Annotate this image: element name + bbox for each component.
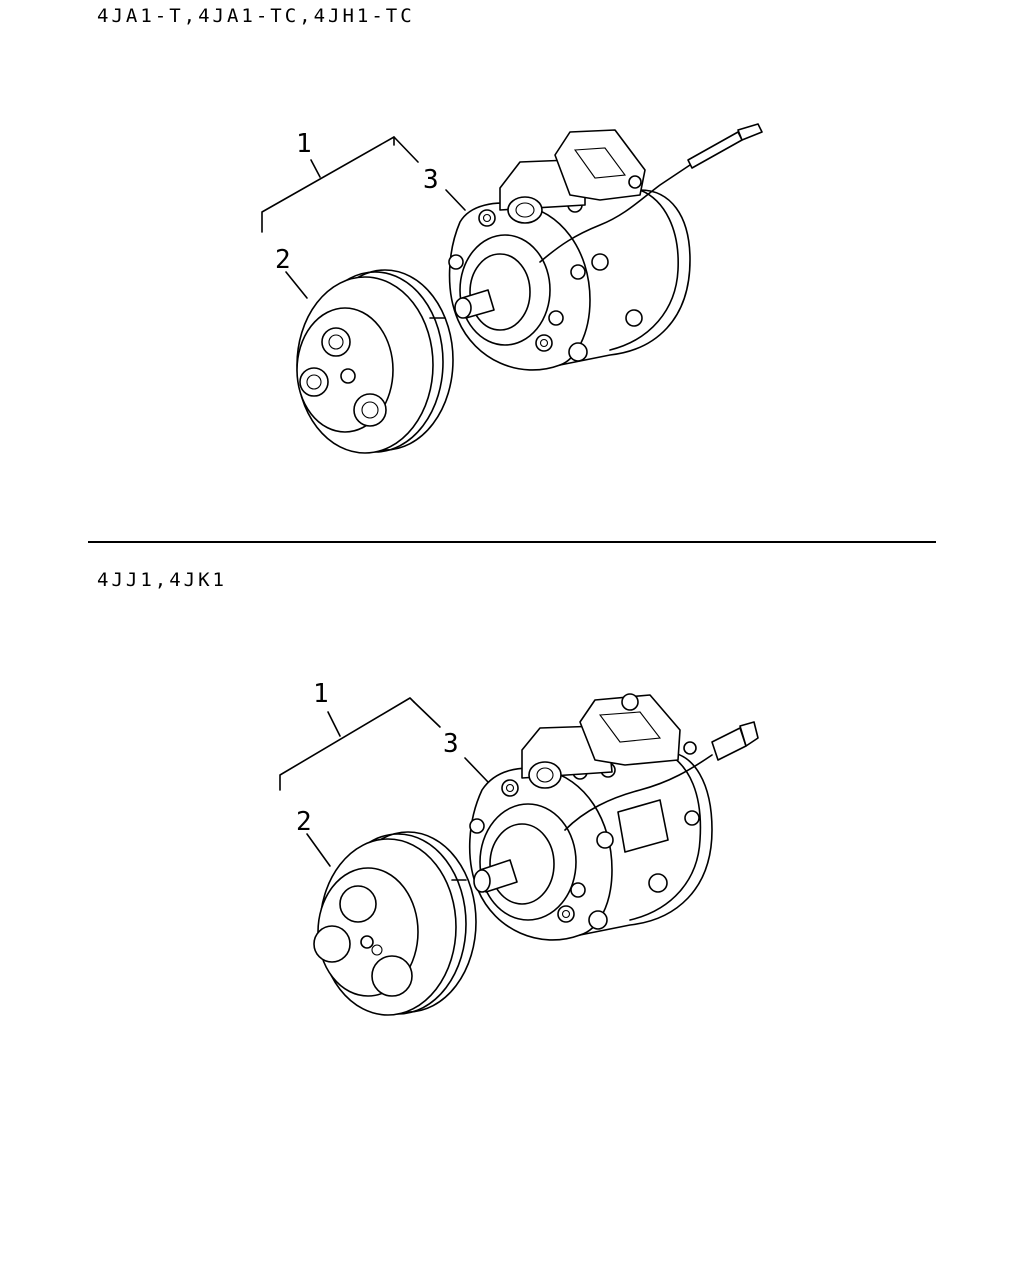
figure-bottom: 1 3 2 <box>279 679 759 1016</box>
callout-bracket-top <box>261 136 466 299</box>
callout-1-top: 1 <box>296 129 312 159</box>
pulley-bottom <box>313 831 477 1016</box>
section-divider <box>88 541 936 543</box>
callout-3-bottom: 3 <box>443 729 459 759</box>
pulley-top <box>296 269 454 454</box>
callout-2-bottom: 2 <box>296 807 312 837</box>
section-title-engine-models-a: 4JA1-T,4JA1-TC,4JH1-TC <box>97 5 415 27</box>
compressor-body-top <box>448 123 763 371</box>
callout-bracket-bottom <box>279 697 489 867</box>
section-title-engine-models-b: 4JJ1,4JK1 <box>97 569 227 591</box>
figure-top: 1 3 2 <box>261 123 763 454</box>
callout-3-top: 3 <box>423 165 439 195</box>
callout-1-bottom: 1 <box>313 679 329 709</box>
callout-2-top: 2 <box>275 245 291 275</box>
compressor-body-bottom <box>468 693 759 941</box>
